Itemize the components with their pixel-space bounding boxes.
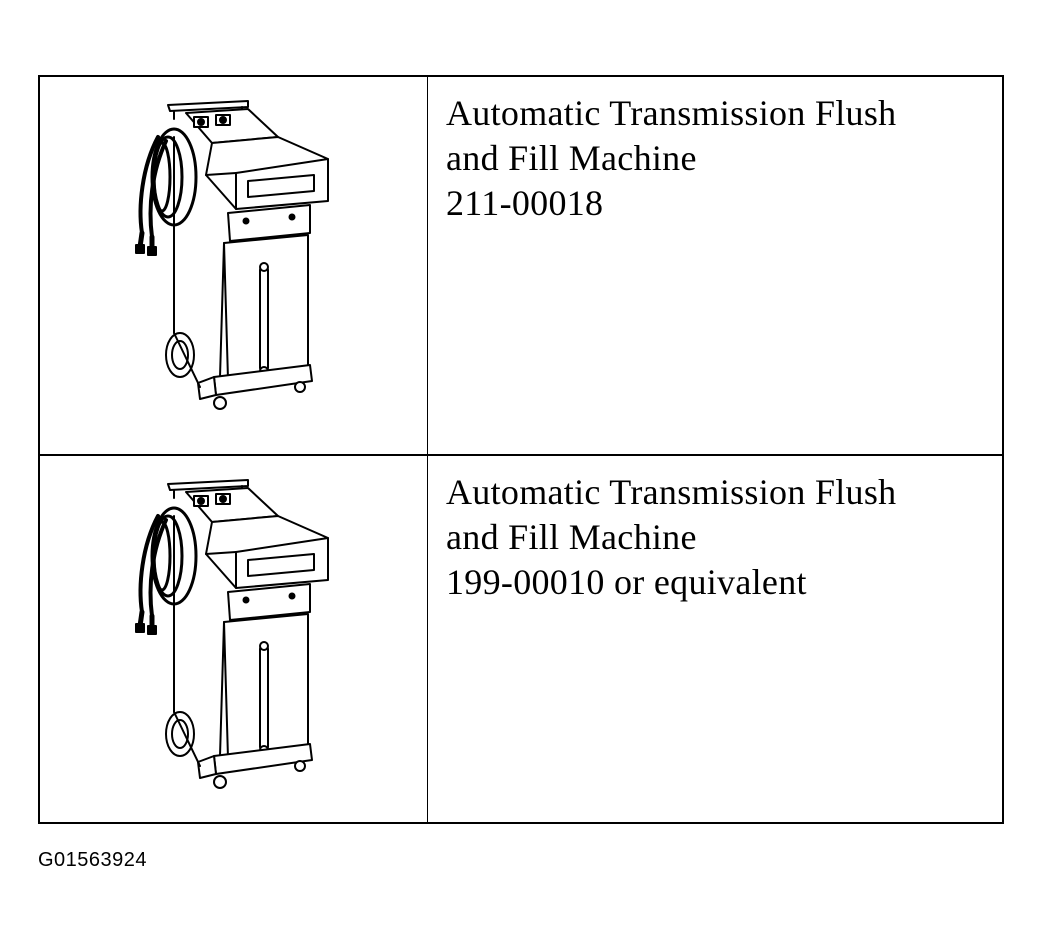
tool-row: Automatic Transmission Flush and Fill Ma…	[40, 77, 1002, 456]
tool-name-line: Automatic Transmission Flush	[446, 93, 897, 133]
tool-name-line: and Fill Machine	[446, 138, 697, 178]
tool-description: Automatic Transmission Flush and Fill Ma…	[446, 91, 986, 226]
tool-number: 199-00010 or equivalent	[446, 562, 807, 602]
tool-number: 211-00018	[446, 183, 604, 223]
tool-name-line: Automatic Transmission Flush	[446, 472, 897, 512]
figure-id-caption: G01563924	[38, 849, 148, 871]
special-tool-table: Automatic Transmission Flush and Fill Ma…	[38, 75, 1004, 824]
transmission-flush-machine-icon	[135, 100, 329, 410]
column-divider	[427, 77, 428, 454]
tool-description: Automatic Transmission Flush and Fill Ma…	[446, 470, 986, 605]
transmission-flush-machine-icon	[135, 479, 329, 789]
column-divider	[427, 456, 428, 822]
tool-row: Automatic Transmission Flush and Fill Ma…	[40, 456, 1002, 822]
tool-name-line: and Fill Machine	[446, 517, 697, 557]
